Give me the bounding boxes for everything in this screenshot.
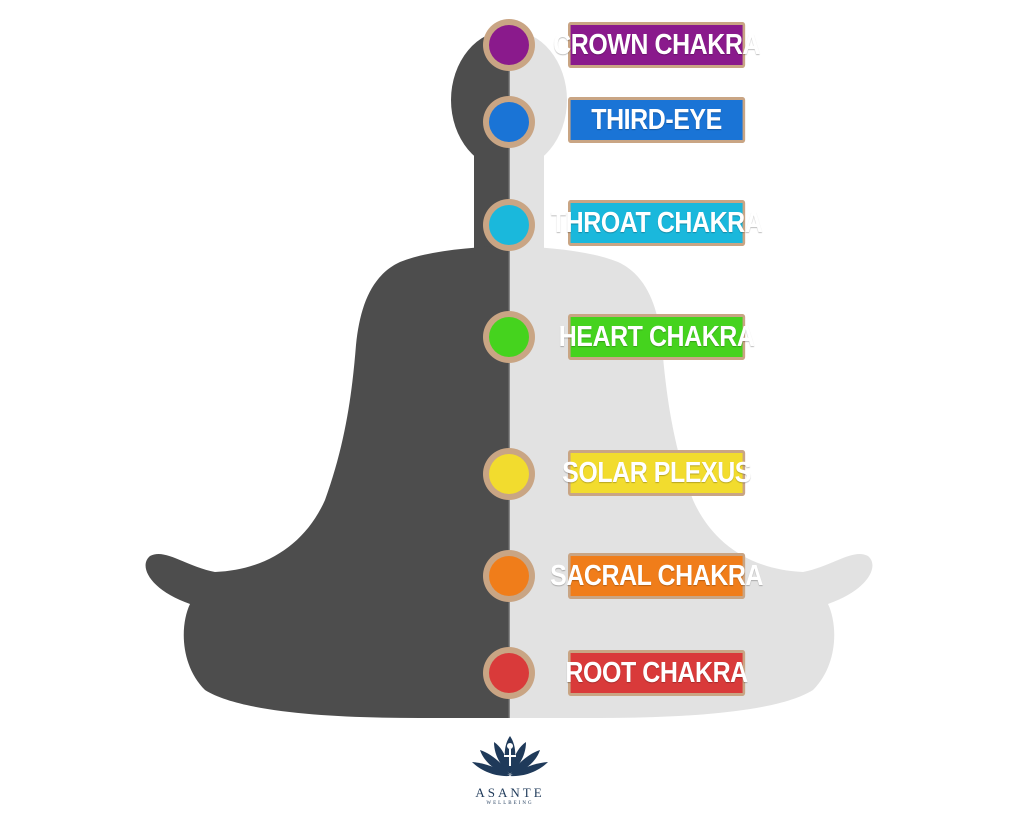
chakra-dot-crown <box>489 25 529 65</box>
brand-subtitle: WELLBEING <box>486 801 534 806</box>
chakra-dot-throat <box>489 205 529 245</box>
chakra-dot-third-eye <box>489 102 529 142</box>
chakra-dot-sacral <box>489 556 529 596</box>
chakra-dot-solar-plexus <box>489 454 529 494</box>
chakra-dot-heart <box>489 317 529 357</box>
chakra-dots <box>483 19 535 699</box>
label-throat: THROAT CHAKRA <box>551 200 763 246</box>
label-third-eye: THIRD-EYE <box>568 97 746 143</box>
label-solar-plexus: SOLAR PLEXUS <box>562 450 751 496</box>
label-crown: CROWN CHAKRA <box>553 22 760 68</box>
lotus-icon <box>472 736 548 777</box>
label-root: ROOT CHAKRA <box>565 650 748 696</box>
brand-name: ASANTE <box>475 785 545 800</box>
brand-logo: ASANTE WELLBEING <box>462 732 558 806</box>
label-sacral: SACRAL CHAKRA <box>550 553 763 599</box>
chakra-dot-root <box>489 653 529 693</box>
label-heart: HEART CHAKRA <box>559 314 755 360</box>
